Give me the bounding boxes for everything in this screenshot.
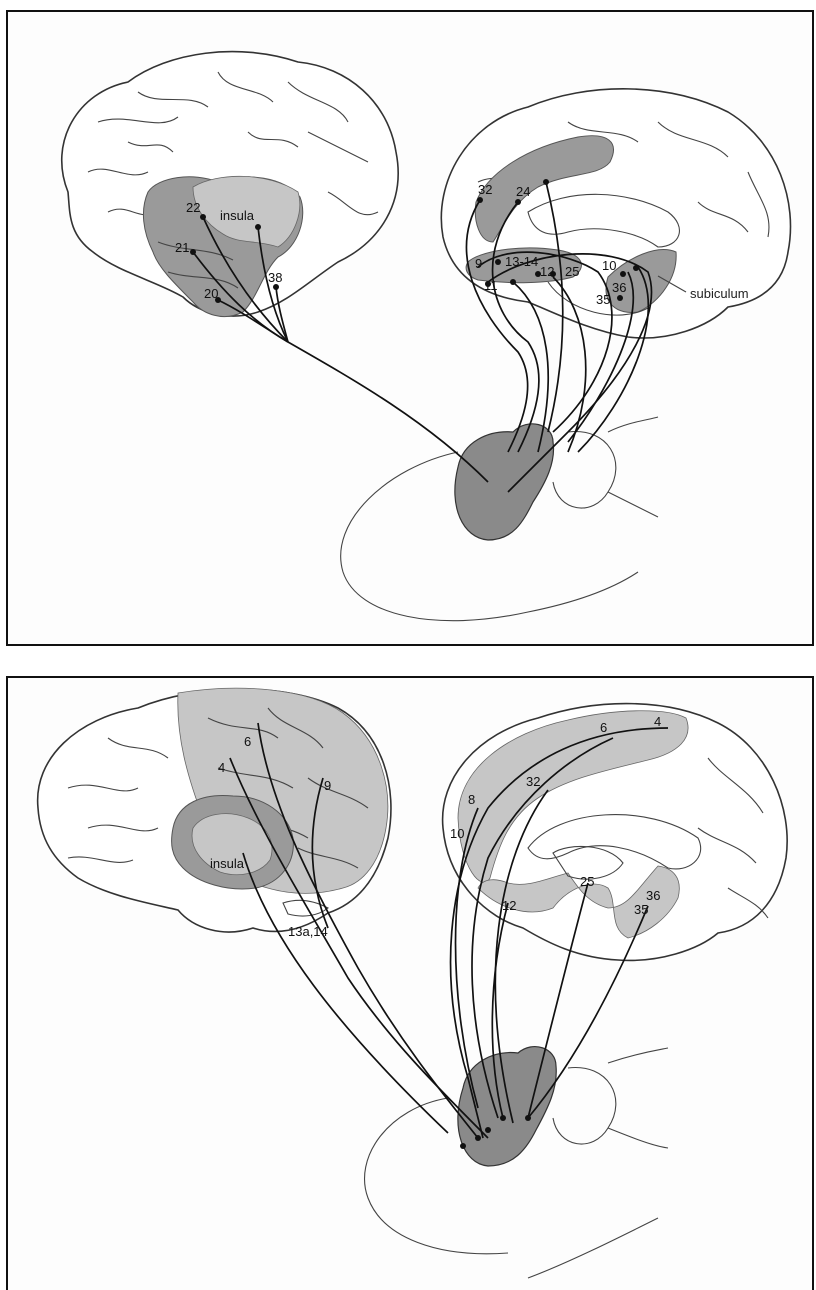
bottom-medial-brain bbox=[441, 702, 788, 962]
bottom-label-36: 36 bbox=[646, 888, 660, 903]
top-cerebellum bbox=[552, 431, 617, 509]
bottom-label-4-lateral: 4 bbox=[218, 760, 225, 775]
bottom-lateral-fibers bbox=[229, 722, 489, 1139]
top-diagram: insula 22 21 38 20 32 24 9 13-14 12 25 1… bbox=[60, 50, 792, 622]
bottom-brainstem-curve bbox=[363, 1097, 659, 1279]
bottom-diagram: 6 4 9 insula 13a,14 4 6 32 8 10 12 25 36… bbox=[36, 687, 788, 1279]
top-label-38: 38 bbox=[268, 270, 282, 285]
bottom-label-4-medial: 4 bbox=[654, 714, 661, 729]
top-label-insula: insula bbox=[220, 208, 255, 223]
bottom-panel: 6 4 9 insula 13a,14 4 6 32 8 10 12 25 36… bbox=[6, 676, 814, 1290]
top-panel: insula 22 21 38 20 32 24 9 13-14 12 25 1… bbox=[6, 10, 814, 646]
bottom-label-9: 9 bbox=[324, 778, 331, 793]
bottom-label-25: 25 bbox=[580, 874, 594, 889]
top-medial-fibers bbox=[465, 181, 653, 493]
top-label-22: 22 bbox=[186, 200, 200, 215]
top-lateral-brain bbox=[60, 50, 399, 317]
top-brainstem-curve bbox=[340, 451, 639, 622]
top-cerebellum-lines bbox=[607, 416, 659, 518]
top-label-32: 32 bbox=[478, 182, 492, 197]
top-label-21: 21 bbox=[175, 240, 189, 255]
top-label-13-14: 13-14 bbox=[505, 254, 538, 269]
top-label-10: 10 bbox=[602, 258, 616, 273]
bottom-medial-fibers bbox=[449, 727, 669, 1139]
bottom-lateral-brain bbox=[36, 687, 392, 933]
top-lateral-fibers bbox=[192, 216, 489, 483]
bottom-label-insula: insula bbox=[210, 856, 245, 871]
bottom-label-13a-14: 13a,14 bbox=[288, 924, 328, 939]
top-label-25: 25 bbox=[565, 264, 579, 279]
bottom-label-10: 10 bbox=[450, 826, 464, 841]
top-label-20: 20 bbox=[204, 286, 218, 301]
top-label-24: 24 bbox=[516, 184, 530, 199]
top-label-36: 36 bbox=[612, 280, 626, 295]
top-label-35: 35 bbox=[596, 292, 610, 307]
bottom-cerebellum-lines bbox=[607, 1047, 669, 1149]
top-subiculum-pointer bbox=[657, 275, 687, 293]
bottom-label-8: 8 bbox=[468, 792, 475, 807]
bottom-cerebellum bbox=[552, 1067, 617, 1145]
top-label-subiculum: subiculum bbox=[690, 286, 749, 301]
top-amygdala bbox=[454, 423, 555, 541]
bottom-label-6-lateral: 6 bbox=[244, 734, 251, 749]
bottom-label-32: 32 bbox=[526, 774, 540, 789]
top-medial-dots bbox=[477, 179, 639, 301]
bottom-dots bbox=[460, 1115, 531, 1149]
top-medial-brain bbox=[440, 88, 792, 339]
top-lateral-dots bbox=[190, 214, 279, 303]
top-label-9: 9 bbox=[475, 256, 482, 271]
bottom-label-6-medial: 6 bbox=[600, 720, 607, 735]
bottom-label-12: 12 bbox=[502, 898, 516, 913]
